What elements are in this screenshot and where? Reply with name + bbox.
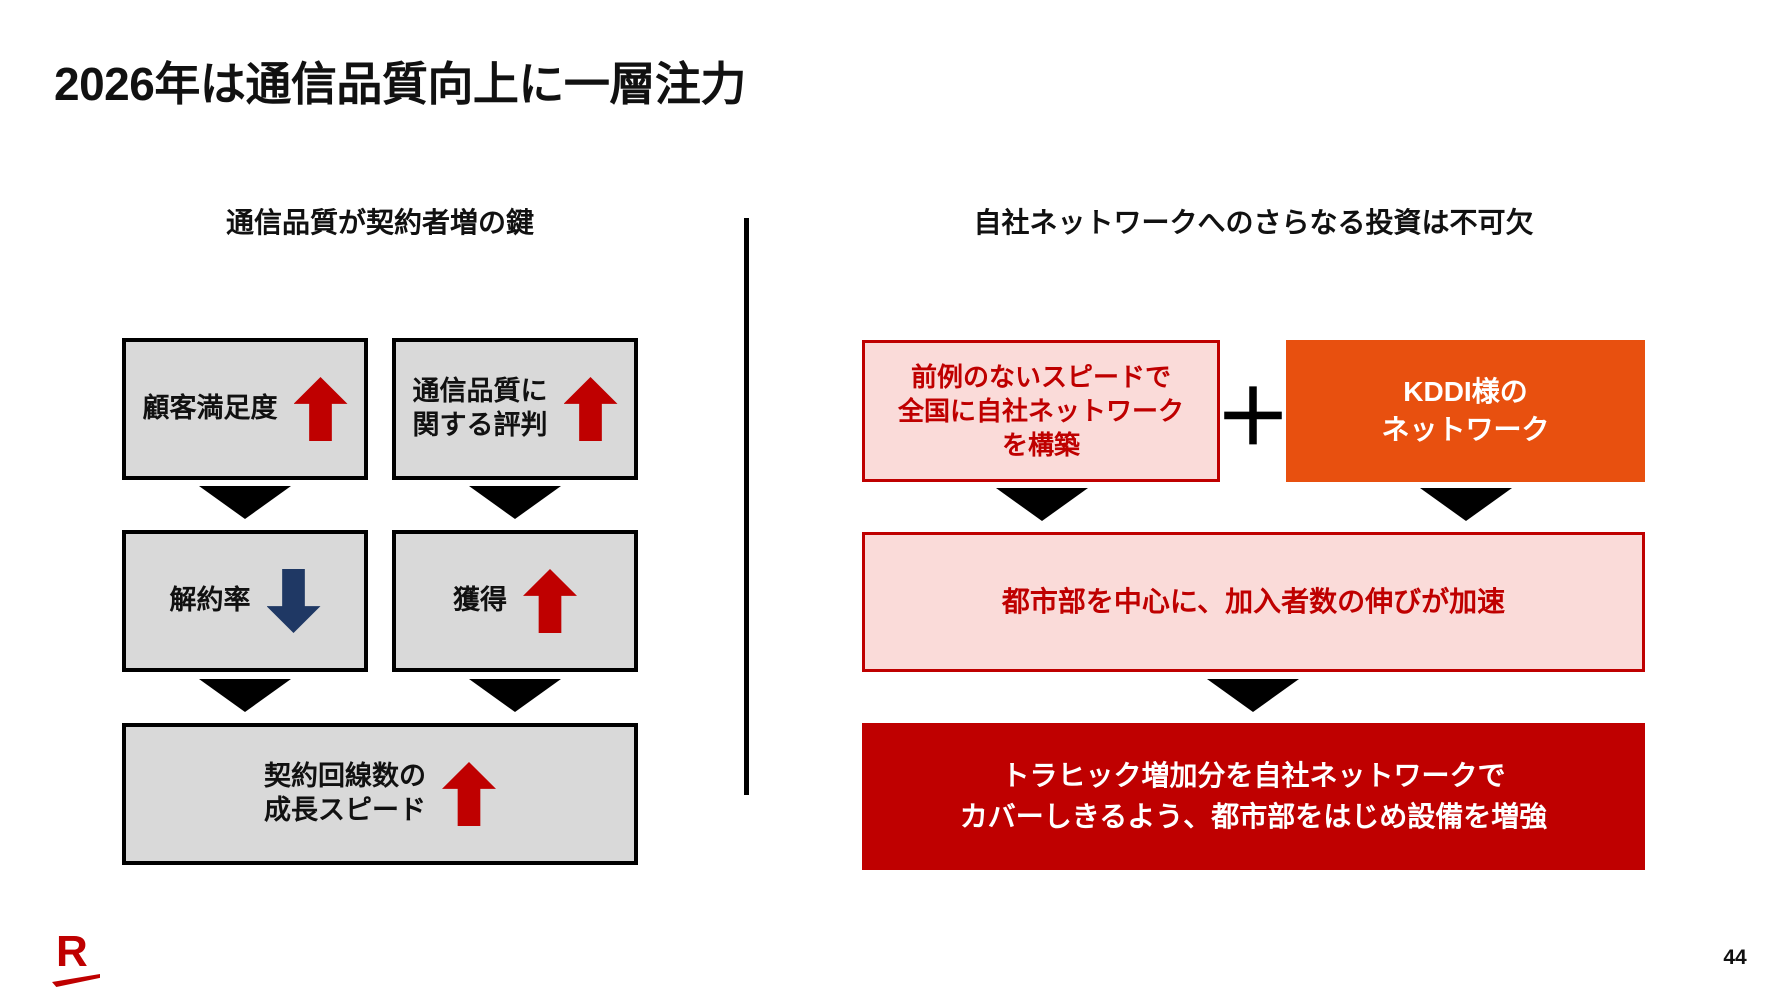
triangle-down-icon — [199, 679, 291, 712]
vertical-divider — [744, 218, 749, 795]
page-number: 44 — [1723, 946, 1747, 969]
triangle-down-icon — [469, 679, 561, 712]
box-kddi-network: KDDI様の ネットワーク — [1286, 340, 1645, 482]
box-quality-reputation: 通信品質に 関する評判 — [392, 338, 638, 480]
right-panel-header: 自社ネットワークへのさらなる投資は不可欠 — [973, 207, 1534, 238]
churn-rate-label: 解約率 — [169, 585, 251, 616]
triangle-down-icon — [996, 488, 1088, 521]
rakuten-logo: R — [52, 927, 108, 990]
plus-icon: ＋ — [1215, 376, 1291, 461]
up-arrow-icon — [442, 762, 496, 826]
slide-title: 2026年は通信品質向上に一層注力 — [54, 58, 746, 110]
box-capacity-expansion: トラヒック増加分を自社ネットワークで カバーしきるよう、都市部をはじめ設備を増強 — [862, 723, 1645, 870]
left-panel-header: 通信品質が契約者増の鍵 — [225, 207, 534, 238]
box-own-network-build: 前例のないスピードで 全国に自社ネットワーク を構築 — [862, 340, 1220, 482]
up-arrow-icon — [523, 569, 577, 633]
triangle-down-icon — [469, 486, 561, 519]
customer-satisfaction-label: 顧客満足度 — [142, 393, 278, 424]
quality-reputation-label: 通信品質に 関する評判 — [412, 376, 548, 440]
rakuten-logo-letter: R — [56, 927, 88, 976]
subscriber-growth-speed-label: 契約回線数の 成長スピード — [264, 761, 426, 825]
acquisition-label: 獲得 — [453, 585, 507, 616]
box-subscriber-acceleration: 都市部を中心に、加入者数の伸びが加速 — [862, 532, 1645, 672]
triangle-down-icon — [1207, 679, 1299, 712]
down-arrow-icon — [266, 569, 321, 633]
triangle-down-icon — [1420, 488, 1512, 521]
up-arrow-icon — [293, 377, 348, 441]
box-customer-satisfaction: 顧客満足度 — [122, 338, 368, 480]
up-arrow-icon — [563, 377, 618, 441]
triangle-down-icon — [199, 486, 291, 519]
box-subscriber-growth-speed: 契約回線数の 成長スピード — [122, 723, 638, 865]
box-acquisition: 獲得 — [392, 530, 638, 672]
box-churn-rate: 解約率 — [122, 530, 368, 672]
